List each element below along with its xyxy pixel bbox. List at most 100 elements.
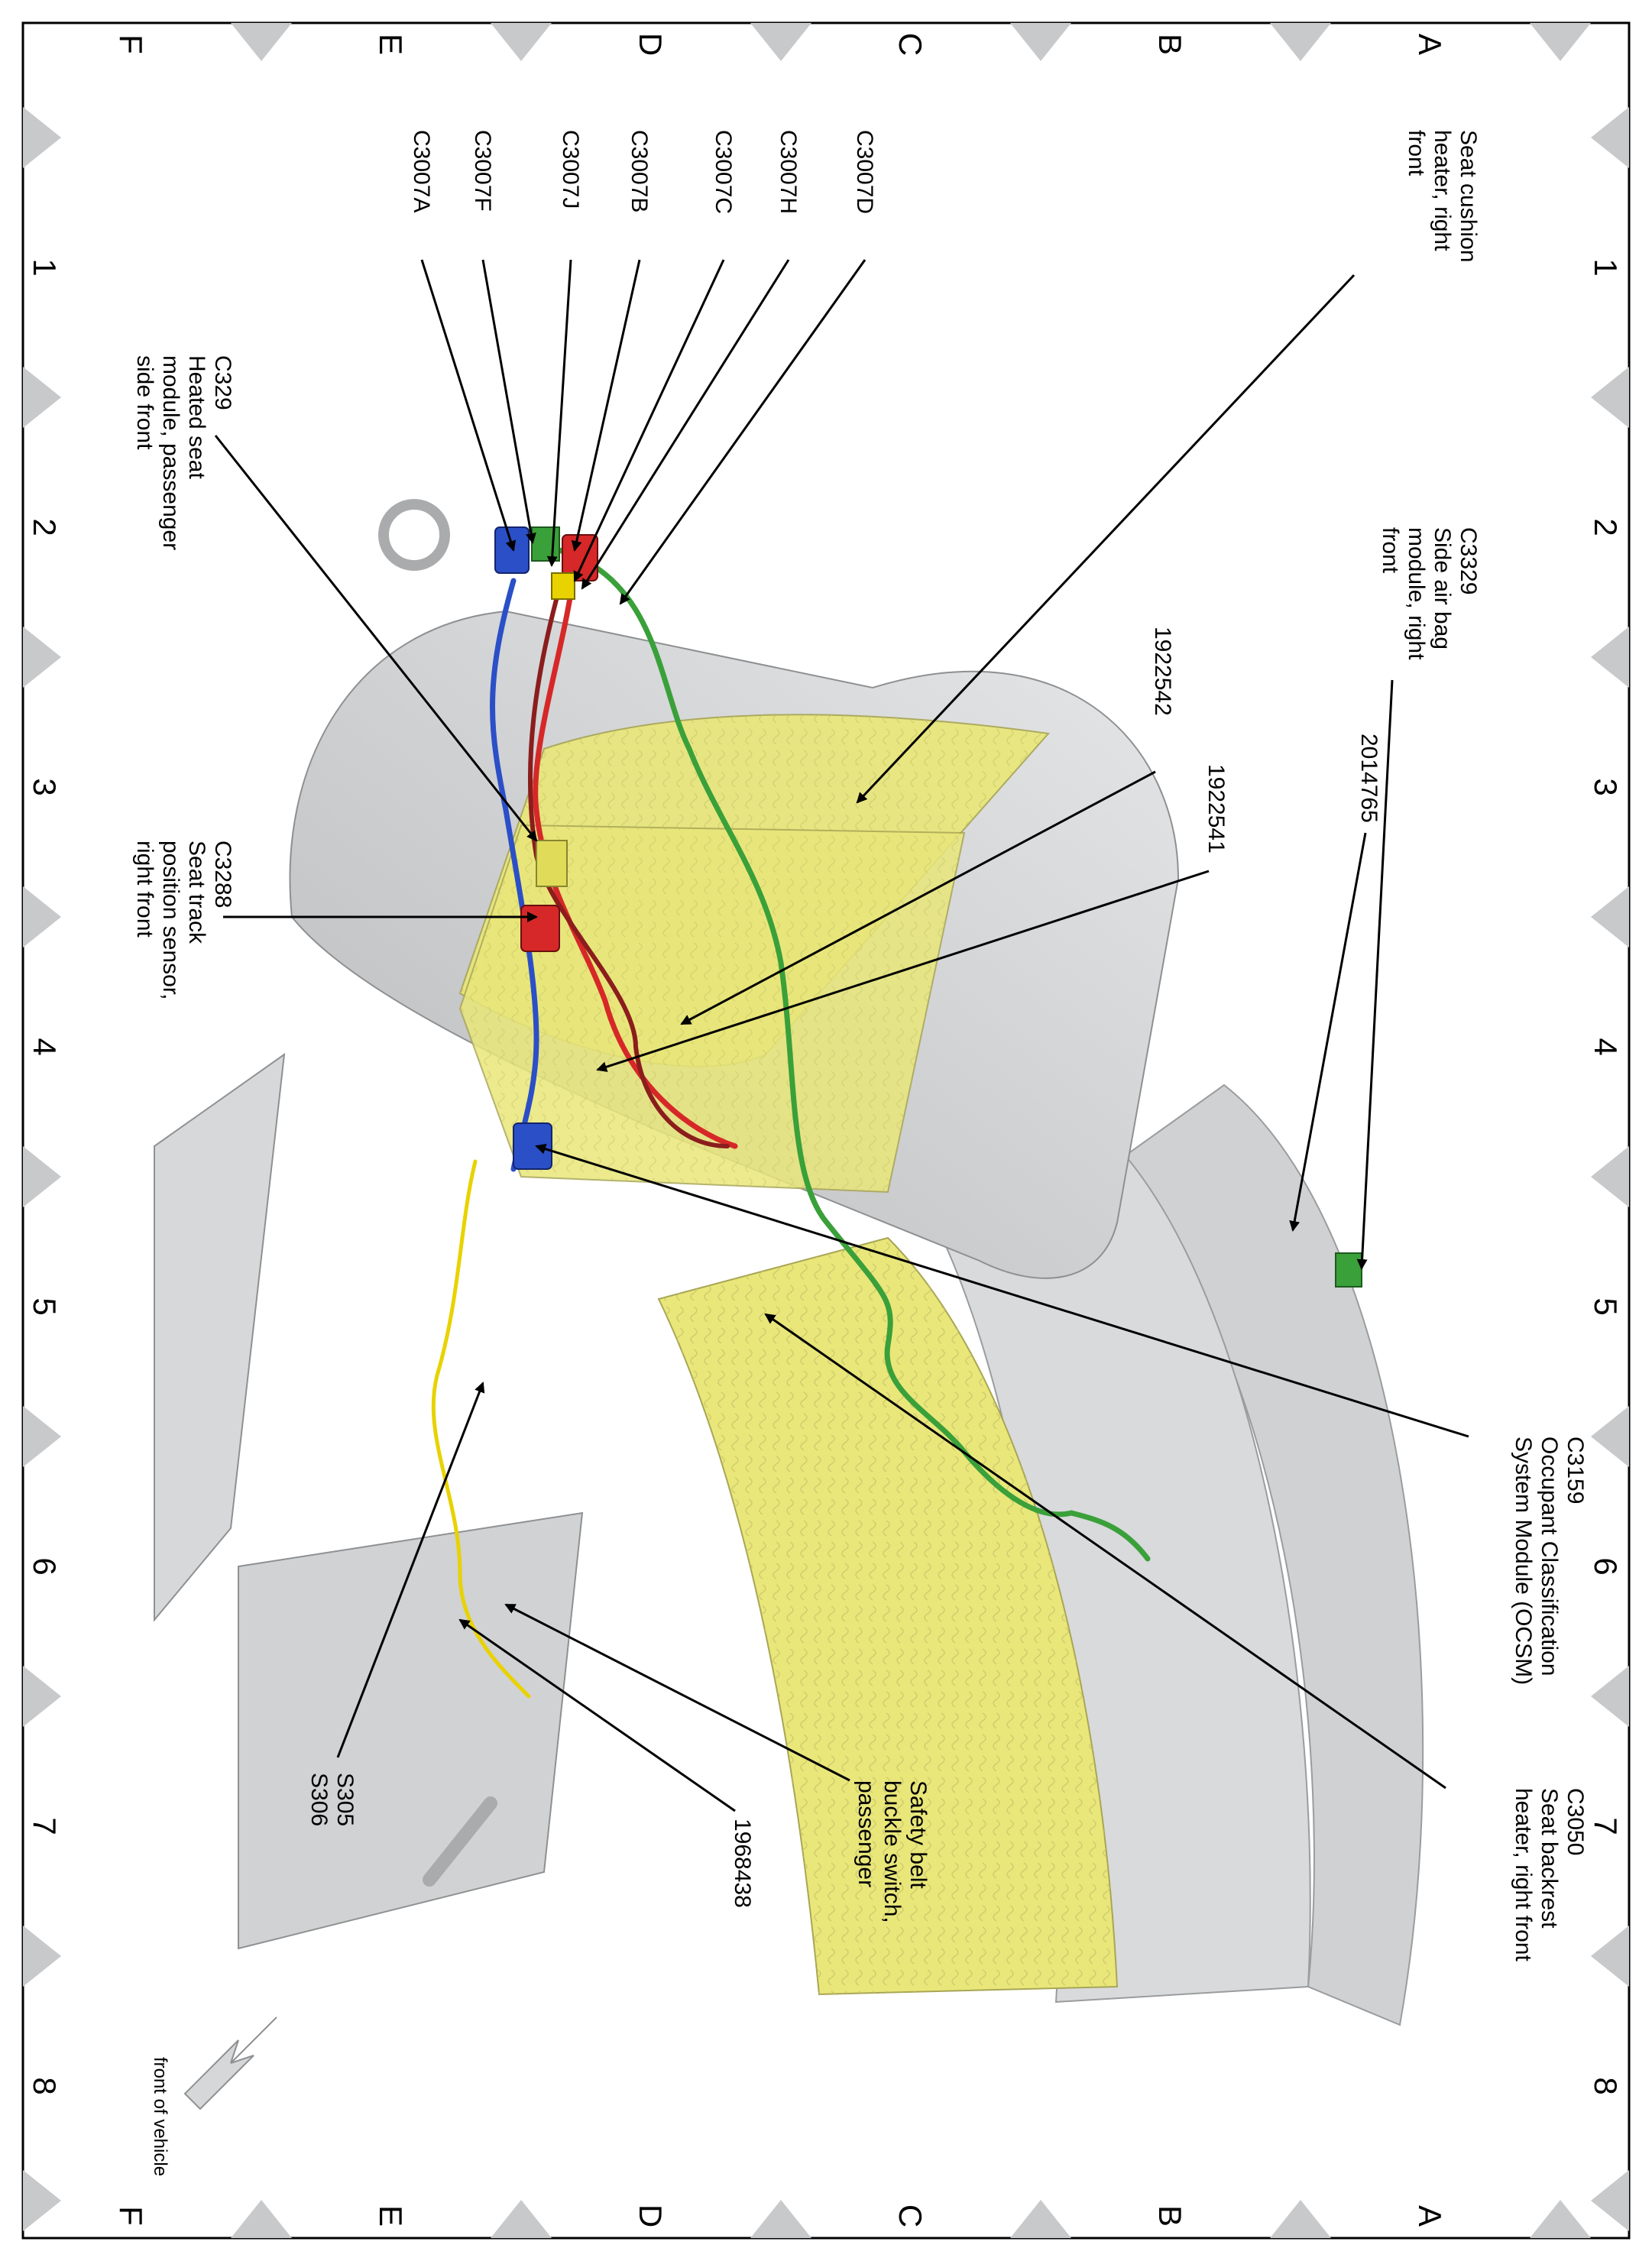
- leader-c3007c: [573, 259, 725, 582]
- row-labels-left: A B C D E F: [113, 33, 1448, 56]
- label-seat-cushion-heater-line3: front: [1404, 130, 1429, 177]
- harness-darkred: [527, 586, 730, 1148]
- label-c3159-line2: Occupant Classification: [1537, 1437, 1562, 1676]
- headrest-ring: [378, 499, 450, 571]
- label-c3007j: C3007J: [558, 130, 583, 209]
- label-c3329-line2: Side air bag: [1430, 527, 1455, 649]
- col-label-bottom-3: 3: [27, 778, 63, 795]
- label-s306: S306: [306, 1773, 332, 1826]
- seat-illustration: [154, 499, 1424, 2026]
- label-c3329: C3329 Side air bag module, right front: [1378, 527, 1481, 666]
- page-border: [21, 21, 1631, 2240]
- cushion-heater-stitch: [659, 1238, 1117, 1994]
- label-c3288: C3288 Seat track position sensor, right …: [132, 841, 235, 1006]
- harness-green: [556, 547, 1151, 1562]
- col-label-bottom-6: 6: [27, 1557, 63, 1575]
- seat-cushion-shell: [1116, 1084, 1424, 2026]
- label-seat-cushion-heater-line1: Seat cushion: [1456, 130, 1481, 262]
- label-c3007c: C3007C: [711, 130, 736, 214]
- col-label-top-6: 6: [1588, 1557, 1624, 1575]
- label-c3007b: C3007B: [627, 130, 652, 212]
- label-s305-s306: S305 S306: [306, 1773, 358, 1832]
- leader-2014765: [1289, 832, 1367, 1232]
- label-1968438: 1968438: [730, 1819, 755, 1908]
- seat-base: [238, 1511, 584, 1950]
- leader-c3007j: [546, 259, 572, 567]
- col-label-top-2: 2: [1588, 518, 1624, 536]
- leader-1922541: [596, 870, 1210, 1072]
- row-label-right-a: A: [1412, 2205, 1448, 2227]
- label-c3329-line3: module, right: [1404, 527, 1429, 660]
- col-label-top-1: 1: [1588, 258, 1624, 276]
- leader-1922542: [680, 770, 1156, 1025]
- connector-yellow-c3007d: [551, 572, 575, 600]
- label-c329-line1: C329: [210, 355, 235, 410]
- connector-red-c3288: [520, 905, 560, 952]
- label-c329: C329 Heated seat module, passenger side …: [132, 355, 235, 557]
- harness-yellow: [431, 1159, 531, 1699]
- label-c3050-line2: Seat backrest: [1537, 1788, 1562, 1929]
- leader-c3159: [535, 1143, 1469, 1438]
- leader-c3050: [764, 1313, 1446, 1790]
- leader-c3329: [1356, 679, 1394, 1270]
- label-c3329-line4: front: [1378, 527, 1403, 574]
- row-label-left-c: C: [892, 33, 928, 56]
- row-label-right-c: C: [892, 2204, 928, 2227]
- label-safety-belt-line1: Safety belt: [905, 1780, 931, 1889]
- seat-cushion-side: [917, 1145, 1311, 2003]
- harness-red: [533, 562, 738, 1149]
- label-safety-belt-line2: buckle switch,: [879, 1780, 905, 1923]
- label-c329-line2: Heated seat: [184, 355, 209, 479]
- front-of-vehicle-arrow-icon: [183, 2016, 277, 2110]
- connector-green-c3329: [1335, 1252, 1362, 1288]
- label-c3007f: C3007F: [470, 130, 495, 212]
- label-c3007a: C3007A: [409, 130, 434, 212]
- row-label-right-e: E: [373, 2205, 409, 2227]
- label-1922541: 1922541: [1203, 764, 1229, 854]
- grid-markers: [23, 23, 1629, 2238]
- label-c3050-line1: C3050: [1563, 1788, 1588, 1855]
- row-label-right-b: B: [1152, 2205, 1188, 2227]
- leader-lines: [214, 259, 1469, 1812]
- column-labels-bottom: 1 2 3 4 5 6 7 8: [27, 258, 63, 2094]
- leader-c3007b: [571, 259, 641, 552]
- row-label-right-d: D: [633, 2204, 669, 2227]
- label-c3329-line1: C3329: [1456, 527, 1481, 594]
- seat-track-frame: [154, 1052, 286, 1622]
- leader-seat-cushion: [856, 274, 1356, 804]
- label-c3288-line3: position sensor,: [158, 841, 183, 999]
- label-c3159-line3: System Module (OCSM): [1511, 1437, 1536, 1685]
- leader-1968438: [458, 1618, 736, 1812]
- row-label-right-f: F: [113, 2206, 149, 2226]
- leader-s305: [336, 1382, 485, 1758]
- row-label-left-a: A: [1412, 34, 1448, 55]
- top-triangles: [1591, 107, 1629, 2231]
- label-c3288-line4: right front: [132, 841, 157, 938]
- front-of-vehicle-label: front of vehicle: [150, 2057, 170, 2176]
- row-labels-right: A B C D E F: [113, 2204, 1448, 2227]
- label-c329-line4: side front: [132, 355, 157, 450]
- label-2014765: 2014765: [1356, 734, 1382, 823]
- label-c3050: C3050 Seat backrest heater, right front: [1511, 1788, 1588, 1961]
- label-safety-belt-line3: passenger: [854, 1780, 879, 1887]
- right-triangles: [231, 2200, 1591, 2238]
- leader-c3007f: [481, 259, 536, 544]
- col-label-bottom-2: 2: [27, 518, 63, 536]
- label-c3007h: C3007H: [776, 130, 801, 214]
- row-label-left-e: E: [373, 34, 409, 55]
- label-seat-cushion-heater: Seat cushion heater, right front: [1404, 130, 1481, 269]
- column-labels-top: 1 2 3 4 5 6 7 8: [1588, 258, 1624, 2094]
- col-label-bottom-8: 8: [27, 2077, 63, 2094]
- label-c3288-line1: C3288: [210, 841, 235, 908]
- label-c3159: C3159 Occupant Classification System Mod…: [1511, 1437, 1588, 1685]
- label-c3007d: C3007D: [852, 130, 877, 214]
- row-label-left-f: F: [113, 34, 149, 54]
- label-safety-belt: Safety belt buckle switch, passenger: [854, 1780, 931, 1929]
- connectors: [494, 526, 1362, 1288]
- bottom-triangles: [23, 107, 61, 2231]
- label-s305: S305: [332, 1773, 358, 1826]
- connector-blue-c3007a: [494, 526, 530, 574]
